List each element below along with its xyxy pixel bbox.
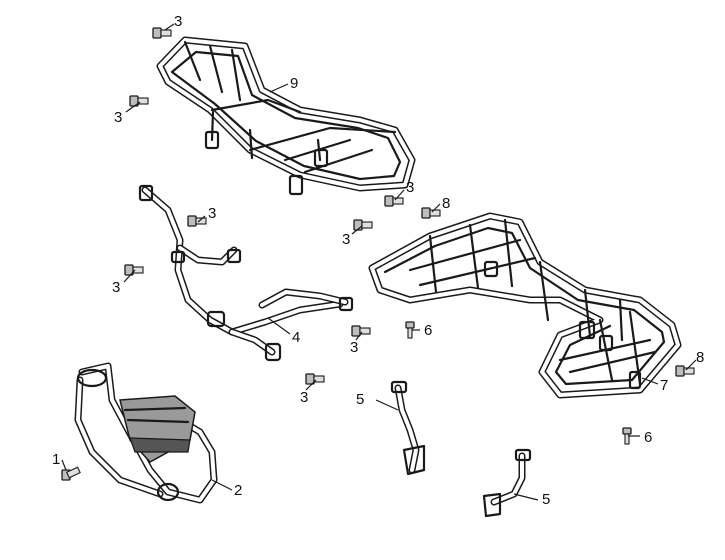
bolt-3-e	[384, 195, 404, 207]
bolt-3-b	[129, 95, 149, 107]
bracket-part-upper	[390, 380, 426, 476]
callout-3c: 3	[208, 205, 216, 222]
bolt-3-a	[152, 27, 172, 39]
callout-9: 9	[290, 75, 298, 92]
front-bumper-part	[74, 362, 218, 504]
callout-3g: 3	[350, 339, 358, 356]
callout-8b: 8	[696, 349, 704, 366]
callout-3d: 3	[112, 279, 120, 296]
middle-bracket-frame-part	[138, 184, 354, 362]
callout-5a: 5	[356, 391, 364, 408]
bolt-3-c	[187, 215, 207, 227]
bolt-3-h	[305, 373, 325, 385]
bolt-6-b	[622, 427, 632, 445]
callout-8a: 8	[442, 195, 450, 212]
callout-2: 2	[234, 482, 242, 499]
bolt-3-f	[353, 219, 373, 231]
bolt-8-a	[421, 207, 441, 219]
callout-3f: 3	[342, 231, 350, 248]
leader-lines	[61, 23, 697, 501]
front-rack-part	[156, 36, 416, 196]
callout-6b: 6	[644, 429, 652, 446]
callout-3h: 3	[300, 389, 308, 406]
bolt-3-d	[124, 264, 144, 276]
callout-3e: 3	[406, 179, 414, 196]
callout-1: 1	[52, 451, 60, 468]
callout-6a: 6	[424, 322, 432, 339]
callout-5b: 5	[542, 491, 550, 508]
callout-3a: 3	[174, 13, 182, 30]
bolt-3-g	[351, 325, 371, 337]
bracket-part-lower	[482, 448, 532, 518]
bolt-6-a	[405, 321, 415, 339]
callout-4: 4	[292, 329, 300, 346]
rear-rack-part	[368, 212, 682, 399]
bolt-8-b	[675, 365, 695, 377]
callout-3b: 3	[114, 109, 122, 126]
bolt-1	[61, 466, 81, 481]
callout-7: 7	[660, 377, 668, 394]
